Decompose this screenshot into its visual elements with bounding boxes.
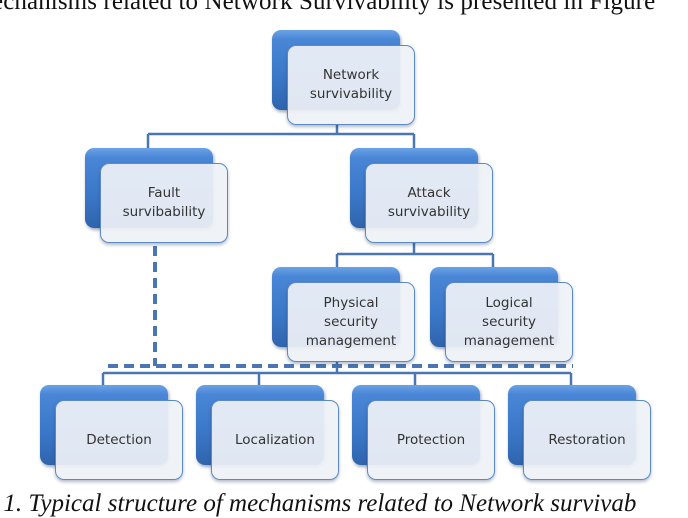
node-label-line: Restoration (548, 431, 626, 448)
preceding-paragraph-text: echanisms related to Network Survivabili… (0, 0, 656, 15)
node-front-box: Network survivability (287, 45, 415, 125)
node-restoration: Restoration (508, 385, 651, 480)
figure-caption: e 1. Typical structure of mechanisms rel… (0, 490, 637, 517)
node-label-line: survivability (387, 204, 471, 220)
node-physical-security-management: Physical security management (272, 267, 415, 362)
node-label-line: Fault (147, 185, 181, 201)
node-label-line: Network (322, 67, 380, 83)
node-label-line: Physical (323, 294, 379, 311)
node-detection: Detection (40, 385, 183, 480)
node-label-line: Detection (86, 431, 152, 448)
node-localization: Localization (196, 385, 339, 480)
node-label-line: security (482, 313, 536, 330)
node-fault-survivability: Fault survibability (85, 148, 228, 243)
node-protection: Protection (352, 385, 495, 480)
node-label-line: Protection (396, 431, 466, 448)
node-front-box: Physical security management (287, 282, 415, 362)
node-label-line: Logical (485, 294, 533, 311)
node-front-box: Fault survibability (100, 163, 228, 243)
node-front-box: Attack survivability (365, 163, 493, 243)
node-front-box: Protection (367, 400, 495, 480)
node-logical-security-management: Logical security management (430, 267, 573, 362)
node-front-box: Logical security management (445, 282, 573, 362)
node-label-line: security (324, 313, 378, 330)
node-network-survivability: Network survivability (272, 30, 415, 125)
node-attack-survivability: Attack survivability (350, 148, 493, 243)
node-label-line: survivability (309, 86, 393, 102)
node-label-line: management (305, 332, 397, 349)
node-front-box: Restoration (523, 400, 651, 480)
node-label-line: Localization (235, 431, 315, 448)
node-front-box: Localization (211, 400, 339, 480)
node-front-box: Detection (55, 400, 183, 480)
node-label-line: Attack (407, 185, 451, 201)
node-label-line: survibability (122, 204, 206, 220)
node-label-line: management (463, 332, 555, 349)
